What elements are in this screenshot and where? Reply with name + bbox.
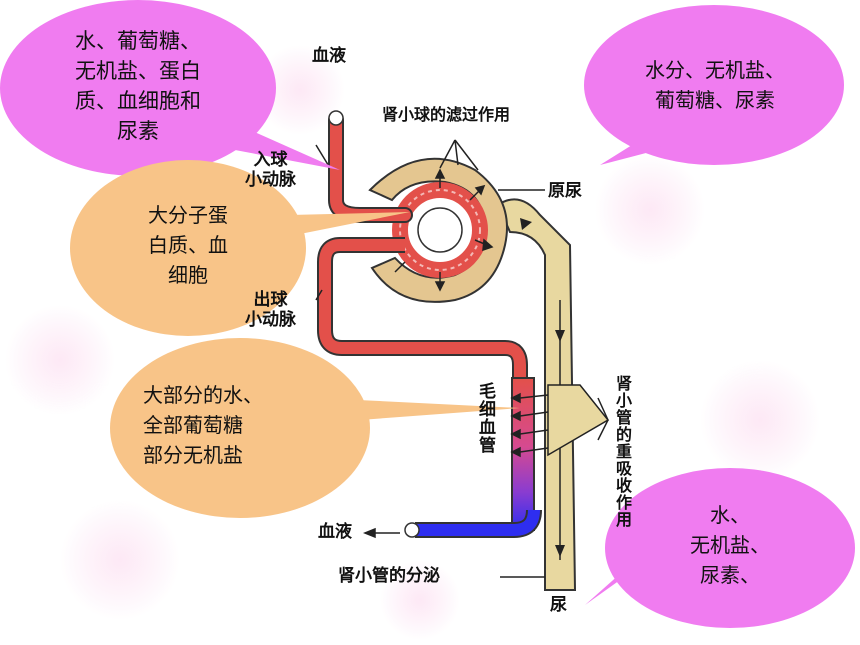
label-afferent-arteriole: 入球 小动脉 xyxy=(245,150,296,190)
afferent-arteriole xyxy=(328,112,413,223)
leader-lines xyxy=(315,144,545,578)
label-glomerulus-filtration: 肾小球的滤过作用 xyxy=(382,105,511,124)
bubble-lower-left: 大部分的水、 全部葡萄糖 部分无机盐 xyxy=(143,383,263,467)
bubble-bottom-right: 水、 无机盐、 尿素、 xyxy=(690,503,770,587)
filtration-arrows xyxy=(394,139,494,292)
capillary xyxy=(404,377,542,538)
label-tubule-reabsorption: 肾小管的重吸收作用 xyxy=(613,375,632,528)
label-urine: 尿 xyxy=(550,595,567,615)
bubble-mid-left-shape xyxy=(70,160,410,336)
label-primary-urine: 原尿 xyxy=(548,181,582,201)
label-efferent-arteriole: 出球 小动脉 xyxy=(245,290,296,330)
glomerulus xyxy=(392,182,488,278)
bubble-bottom-right-shape xyxy=(585,468,855,628)
bubble-mid-left: 大分子蛋 白质、血 细胞 xyxy=(148,203,228,287)
renal-tubule xyxy=(496,198,577,591)
background-flowers xyxy=(5,45,820,640)
bubble-top-right: 水分、无机盐、 葡萄糖、尿素 xyxy=(645,58,785,112)
label-blood-in: 血液 xyxy=(312,46,346,66)
bubble-top-right-shape xyxy=(584,5,844,165)
label-blood-out: 血液 xyxy=(318,522,352,542)
bubble-top-left-shape xyxy=(0,0,340,176)
label-tubule-secretion: 肾小管的分泌 xyxy=(338,566,440,586)
bubble-lower-left-shape xyxy=(110,338,520,518)
reabsorption-arrows xyxy=(510,384,610,458)
bubble-top-left: 水、葡萄糖、 无机盐、蛋白 质、血细胞和 尿素 xyxy=(75,29,201,143)
label-capillary: 毛细血管 xyxy=(475,382,495,454)
